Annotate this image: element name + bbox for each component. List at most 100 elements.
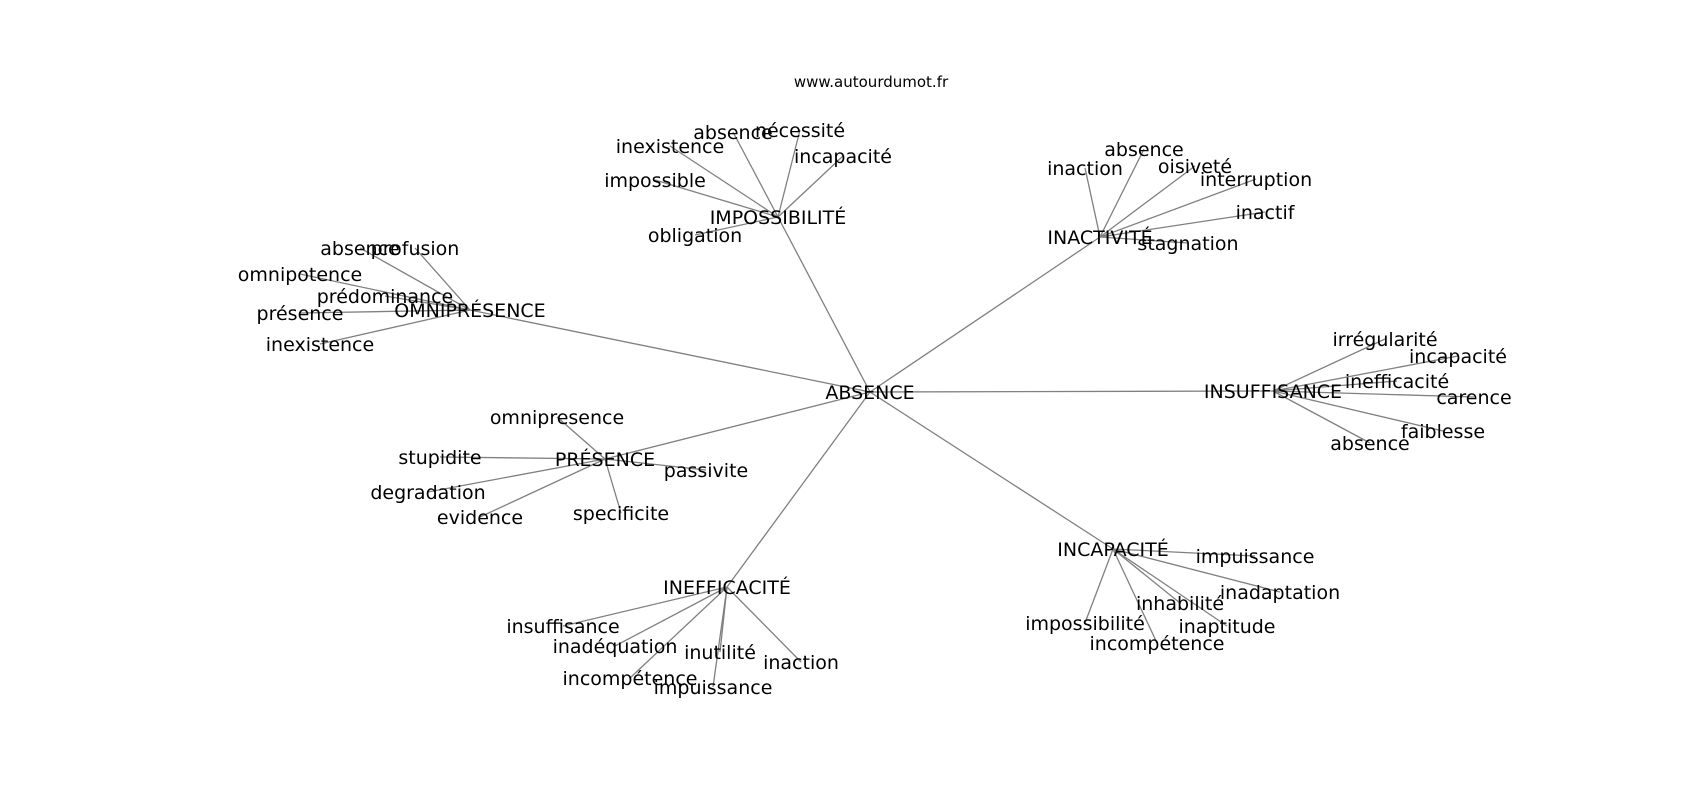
edge-inefficacite-ine-insuffisance [562, 586, 728, 627]
cluster-node-incapacite[interactable]: INCAPACITÉ [1057, 538, 1168, 561]
cluster-node-insuffisance[interactable]: INSUFFISANCE [1204, 381, 1342, 403]
edge-omnipresence-omni-profusion [414, 247, 471, 311]
leaf-node-inc-inadaptation[interactable]: inadaptation [1220, 582, 1340, 604]
edge-omnipresence-omni-omnipotence [299, 273, 471, 311]
leaf-node-ina-absence[interactable]: absence [1104, 139, 1183, 161]
edge-impossibilite-imp-necessite [777, 129, 801, 218]
leaf-node-omni-presence[interactable]: présence [257, 303, 344, 325]
edge-impossibilite-imp-incapacite [777, 155, 844, 218]
leaf-node-imp-necessite[interactable]: nécessité [755, 120, 845, 142]
edge-center-inefficacite [726, 391, 871, 588]
edge-center-impossibilite [777, 216, 871, 393]
edge-insuffisance-ins-faiblesse [1272, 390, 1444, 432]
edge-omnipresence-omni-absence [359, 247, 471, 311]
edge-incapacite-inc-inhabilite [1112, 548, 1181, 604]
edge-incapacite-inc-inadaptation [1112, 548, 1281, 593]
edge-inefficacite-ine-inadequation [614, 586, 728, 647]
leaf-node-imp-obligation[interactable]: obligation [648, 225, 742, 247]
cluster-node-impossibilite[interactable]: IMPOSSIBILITÉ [710, 206, 847, 229]
leaf-node-inc-impossibilite[interactable]: impossibilité [1025, 613, 1145, 635]
edge-presence-pre-evidence [479, 458, 606, 518]
leaf-node-ine-insuffisance[interactable]: insuffisance [506, 616, 619, 638]
edge-incapacite-inc-inaptitude [1112, 548, 1228, 627]
edge-insuffisance-ins-inefficacite [1272, 380, 1398, 392]
edge-insuffisance-ins-absence [1272, 390, 1371, 444]
edge-impossibilite-imp-impossible [654, 179, 779, 218]
edge-omnipresence-omni-presence [299, 309, 471, 314]
leaf-node-pre-omnipresence[interactable]: omnipresence [490, 407, 624, 429]
edge-presence-pre-omnipresence [556, 416, 606, 460]
edge-center-inactivite [869, 236, 1101, 393]
edge-center-insuffisance [869, 390, 1274, 393]
edge-center-presence [604, 391, 871, 460]
leaf-node-imp-absence[interactable]: absence [693, 122, 772, 144]
leaf-node-pre-passivite[interactable]: passivite [664, 460, 748, 482]
leaf-node-ina-inaction[interactable]: inaction [1047, 158, 1123, 180]
leaf-node-ina-interruption[interactable]: interruption [1200, 169, 1312, 191]
center-node-label[interactable]: ABSENCE [825, 382, 914, 404]
leaf-node-ins-irregularite[interactable]: irrégularité [1332, 329, 1437, 351]
cluster-node-presence[interactable]: PRÉSENCE [555, 448, 655, 471]
leaf-node-ine-impuissance[interactable]: impuissance [654, 677, 773, 699]
edge-omnipresence-omni-predominance [384, 295, 471, 311]
edge-center-incapacite [869, 391, 1114, 550]
leaf-node-inc-impuissance[interactable]: impuissance [1196, 546, 1315, 568]
leaf-node-ine-inadequation[interactable]: inadéquation [553, 636, 678, 658]
edges [299, 129, 1475, 688]
leaf-node-omni-profusion[interactable]: profusion [371, 238, 460, 260]
cluster-node-inactivite[interactable]: INACTIVITÉ [1047, 226, 1152, 249]
leaf-node-ine-inaction[interactable]: inaction [763, 652, 839, 674]
leaf-node-omni-absence[interactable]: absence [320, 238, 399, 260]
leaf-node-inc-incompetence[interactable]: incompétence [1090, 633, 1225, 655]
leaf-node-omni-omnipotence[interactable]: omnipotence [238, 264, 362, 286]
edge-incapacite-inc-impossibilite [1084, 548, 1114, 624]
edge-inactivite-ina-interruption [1099, 178, 1257, 238]
leaf-node-ins-absence[interactable]: absence [1330, 433, 1409, 455]
edge-inefficacite-ine-impuissance [712, 586, 728, 688]
edge-presence-pre-passivite [604, 458, 707, 471]
leaf-node-imp-impossible[interactable]: impossible [604, 170, 706, 192]
cluster-node-inefficacite[interactable]: INEFFICACITÉ [663, 576, 791, 599]
edge-impossibilite-imp-absence [732, 131, 779, 218]
edge-impossibilite-imp-inexistence [669, 145, 779, 218]
edge-presence-pre-degradation [427, 458, 606, 493]
cluster-node-omnipresence[interactable]: OMNIPRÉSENCE [394, 299, 545, 322]
leaf-node-pre-evidence[interactable]: evidence [437, 507, 523, 529]
leaf-node-omni-predominance[interactable]: prédominance [317, 286, 453, 308]
leaf-node-omni-inexistence[interactable]: inexistence [266, 334, 374, 356]
leaf-node-imp-inexistence[interactable]: inexistence [616, 136, 724, 158]
leaf-node-pre-degradation[interactable]: degradation [370, 482, 485, 504]
leaf-node-inc-inhabilite[interactable]: inhabilité [1136, 593, 1224, 615]
leaf-node-inc-inaptitude[interactable]: inaptitude [1179, 616, 1276, 638]
leaf-node-ins-incapacite[interactable]: incapacité [1409, 346, 1507, 368]
edge-inactivite-ina-inaction [1084, 167, 1101, 238]
edge-inefficacite-ine-incompetence [629, 586, 728, 679]
leaf-node-ina-stagnation[interactable]: stagnation [1137, 233, 1238, 255]
edge-center-omnipresence [469, 309, 871, 393]
leaf-node-ina-oisivete[interactable]: oisiveté [1158, 156, 1232, 178]
edge-inefficacite-ine-inaction [726, 586, 802, 663]
edge-presence-pre-specificite [604, 458, 622, 514]
edge-inactivite-ina-absence [1099, 148, 1145, 238]
edge-inactivite-ina-inactif [1099, 211, 1266, 238]
leaf-node-ina-inactif[interactable]: inactif [1236, 202, 1296, 224]
leaf-node-imp-incapacite[interactable]: incapacité [794, 146, 892, 168]
edge-insuffisance-ins-carence [1272, 390, 1475, 398]
labels: ABSENCEOMNIPRÉSENCEabsenceprofusionomnip… [238, 120, 1512, 699]
edge-omnipresence-omni-inexistence [319, 309, 471, 345]
edge-insuffisance-ins-incapacite [1272, 355, 1459, 392]
edge-insuffisance-ins-irregularite [1272, 338, 1386, 392]
edge-inactivite-ina-oisivete [1099, 165, 1196, 238]
edge-inactivite-ina-stagnation [1099, 236, 1189, 244]
edge-impossibilite-imp-obligation [694, 216, 779, 236]
edge-incapacite-inc-incompetence [1112, 548, 1158, 644]
leaf-node-ins-carence[interactable]: carence [1436, 387, 1511, 409]
leaf-node-ine-incompetence[interactable]: incompétence [563, 668, 698, 690]
leaf-node-ins-inefficacite[interactable]: inefficacité [1345, 371, 1449, 393]
leaf-node-ine-inutilite[interactable]: inutilité [684, 642, 756, 664]
edge-incapacite-inc-impuissance [1112, 548, 1256, 557]
leaf-node-pre-specificite[interactable]: specificite [573, 503, 669, 525]
leaf-node-ins-faiblesse[interactable]: faiblesse [1401, 421, 1485, 443]
leaf-node-pre-stupidite[interactable]: stupidite [398, 447, 481, 469]
